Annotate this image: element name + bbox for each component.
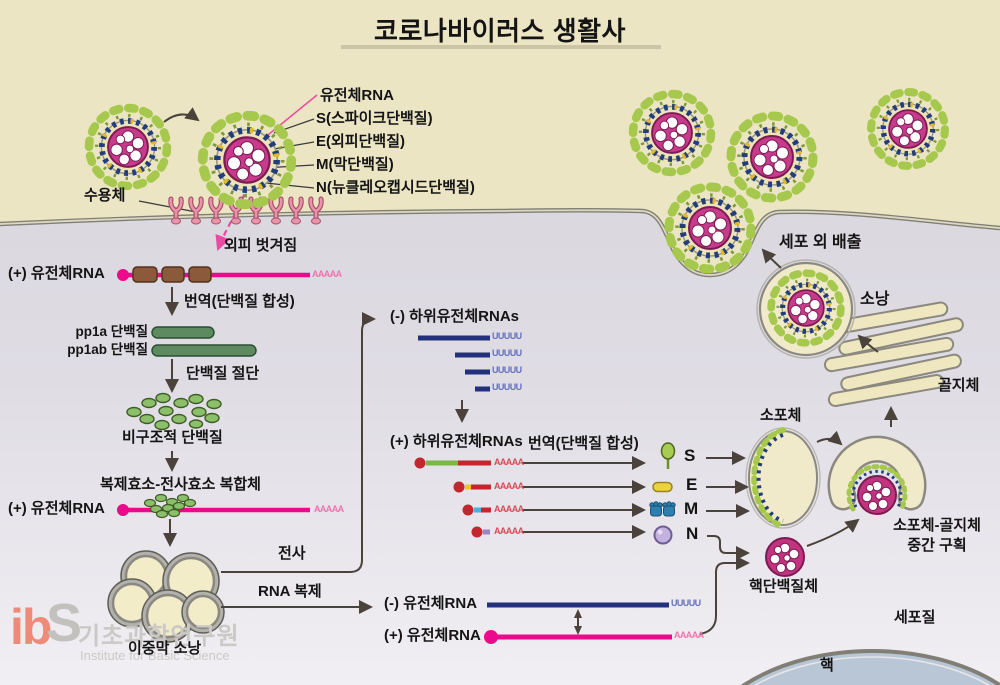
poly-a-tail-1: AAAAA xyxy=(312,269,342,279)
poly-a-tail-2: AAAAA xyxy=(314,504,344,514)
poly-a-tail-3: AAAAA xyxy=(494,457,524,467)
ergic-nucleocapsid xyxy=(857,475,897,515)
nucleocapsid-protein-icon xyxy=(653,525,673,545)
label-spike-protein: S(스파이크단백질) xyxy=(316,110,433,127)
label-exocytosis: 세포 외 배출 xyxy=(779,234,862,251)
ergic-shape xyxy=(827,435,927,515)
poly-a-tail-7: AAAAA xyxy=(674,630,704,640)
virion-attached xyxy=(203,116,292,205)
label-rtc: 복제효소-전사효소 복합체 xyxy=(100,476,261,493)
poly-a-tail-4: AAAAA xyxy=(494,481,524,491)
label-rna-replication: RNA 복제 xyxy=(258,583,322,600)
label-nucleoprotein: 핵단백질체 xyxy=(749,578,819,595)
ibs-logo-korean: 기초과학연구원 xyxy=(78,623,240,650)
poly-u-tail-5: UUUUU xyxy=(671,598,701,608)
ibs-logo-ib: ib xyxy=(10,599,52,655)
poly-a-tail-6: AAAAA xyxy=(494,526,524,536)
letter-n: N xyxy=(686,524,699,543)
golgi-shape xyxy=(823,301,964,407)
label-pp1ab: pp1ab 단백질 xyxy=(67,342,148,357)
label-plus-genome-3: (+) 유전체RNA xyxy=(384,627,481,644)
nucleoprotein-ball xyxy=(765,537,805,577)
label-membrane-protein: M(막단백질) xyxy=(316,156,394,173)
nonstructural-proteins xyxy=(126,392,222,431)
genome-replication-strands xyxy=(484,602,672,644)
page-title: 코로나바이러스 생활사 xyxy=(374,16,626,46)
letter-m: M xyxy=(684,499,699,518)
label-translation-1: 번역(단백질 합성) xyxy=(184,293,295,310)
label-ergic-line2: 중간 구획 xyxy=(907,537,967,554)
envelope-protein-icon xyxy=(652,481,673,493)
label-transcription: 전사 xyxy=(278,545,306,562)
plus-genome-rna-rtc-strand xyxy=(117,493,310,519)
label-minus-subgenomic: (-) 하위유전체RNAs xyxy=(390,308,519,325)
secretory-vesicle-shape xyxy=(756,259,856,359)
label-nonstructural: 비구조적 단백질 xyxy=(122,429,223,446)
label-genome-rna: 유전체RNA xyxy=(320,87,394,104)
letter-s: S xyxy=(684,446,696,465)
label-ergic-line1: 소포체-골지체 xyxy=(893,517,981,534)
minus-subgenomic-rna-strands xyxy=(418,335,490,392)
label-receptor: 수용체 xyxy=(84,187,126,204)
poly-a-tail-5: AAAAA xyxy=(494,504,524,514)
label-nucleus: 핵 xyxy=(820,657,834,674)
ibs-logo-english: Institute for Basic Science xyxy=(80,648,230,663)
title-underline xyxy=(341,45,661,49)
plus-subgenomic-rna-strands xyxy=(414,457,491,538)
poly-u-tail-3: UUUUU xyxy=(492,365,522,375)
label-minus-genome: (-) 유전체RNA xyxy=(384,595,478,612)
label-translation-2: 번역(단백질 합성) xyxy=(528,435,639,452)
virion-free-2 xyxy=(731,116,813,198)
virion-budding-out xyxy=(669,187,751,269)
label-vesicle: 소낭 xyxy=(860,291,890,308)
plus-genome-rna-strand xyxy=(117,266,310,283)
label-cytoplasm: 세포질 xyxy=(894,609,936,626)
spike-protein-icon xyxy=(660,442,676,469)
flow-arrows xyxy=(163,107,898,635)
poly-u-tail-4: UUUUU xyxy=(492,382,522,392)
virion-free-left xyxy=(89,108,167,186)
poly-u-tail-2: UUUUU xyxy=(492,348,522,358)
label-envelope-protein: E(외피단백질) xyxy=(316,133,405,150)
uncoating-arrow xyxy=(215,184,250,252)
er-shape xyxy=(745,427,821,529)
letter-e: E xyxy=(686,475,698,494)
virion-free-3 xyxy=(871,92,945,166)
ibs-logo-s: S xyxy=(46,593,83,653)
double-membrane-vesicles xyxy=(107,550,225,643)
label-dmv: 이중막 소낭 xyxy=(128,640,202,657)
label-plus-genome-1: (+) 유전체RNA xyxy=(8,265,105,282)
label-golgi: 골지체 xyxy=(938,377,980,394)
label-uncoating: 외피 벗겨짐 xyxy=(224,237,298,254)
label-er: 소포체 xyxy=(760,407,802,424)
label-nucleocapsid-protein: N(뉴클레오캡시드단백질) xyxy=(316,179,475,196)
pp1a-pp1ab-bars xyxy=(151,326,257,357)
label-cleavage: 단백질 절단 xyxy=(186,365,260,382)
label-plus-genome-2: (+) 유전체RNA xyxy=(8,500,105,517)
membrane-protein-icon xyxy=(649,501,676,517)
label-plus-subgenomic: (+) 하위유전체RNAs xyxy=(390,433,523,450)
virion-free-1 xyxy=(633,94,711,172)
nucleus-shape xyxy=(740,649,1000,685)
poly-u-tail-1: UUUUU xyxy=(492,331,522,341)
label-pp1a: pp1a 단백질 xyxy=(75,324,148,339)
